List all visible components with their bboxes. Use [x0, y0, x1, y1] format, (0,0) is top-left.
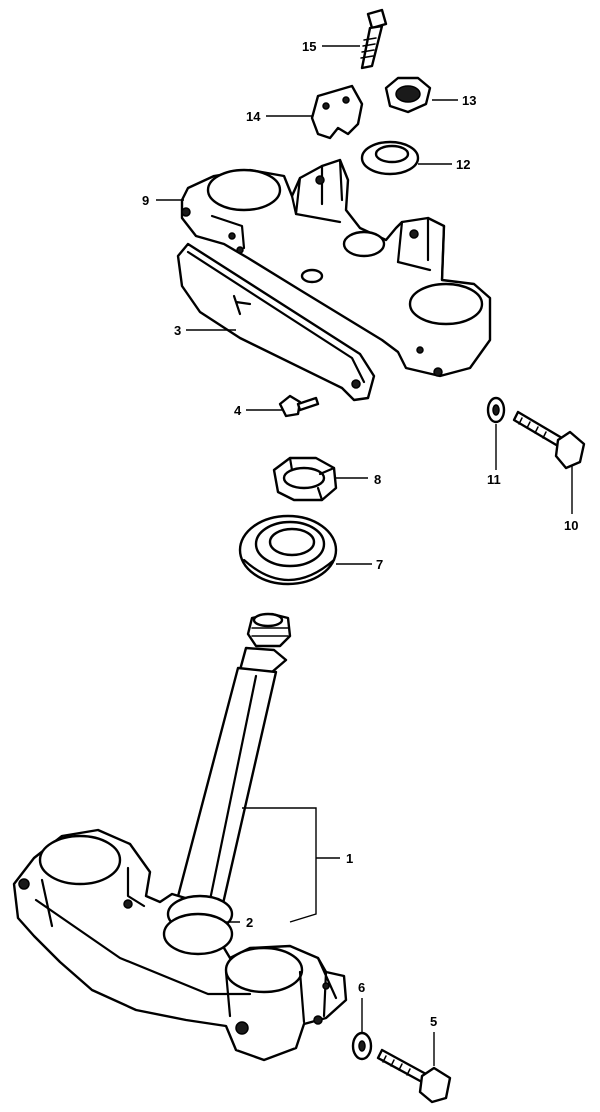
label-15: 15	[302, 39, 316, 54]
part-13-nut	[384, 76, 432, 114]
label-3: 3	[174, 323, 181, 338]
label-2: 2	[246, 915, 253, 930]
part-11-washer	[486, 396, 506, 424]
part-9-upper-bracket	[180, 158, 492, 378]
leader-lines	[156, 45, 573, 1066]
label-10: 10	[564, 518, 578, 533]
label-9: 9	[142, 193, 149, 208]
part-1-steering-stem	[174, 612, 292, 910]
part-12-seal	[360, 140, 420, 176]
label-13: 13	[462, 93, 476, 108]
label-12: 12	[456, 157, 470, 172]
part-4-small-bolt	[278, 394, 320, 418]
label-4: 4	[234, 403, 242, 418]
part-1-lower-bracket	[12, 828, 348, 1062]
label-8: 8	[374, 472, 381, 487]
part-5-bolt	[376, 1048, 452, 1104]
label-6: 6	[358, 980, 365, 995]
label-1: 1	[346, 851, 353, 866]
label-14: 14	[246, 109, 261, 124]
label-5: 5	[430, 1014, 437, 1029]
part-10-long-bolt	[512, 410, 586, 470]
part-14-clamp	[310, 84, 364, 140]
part-7-bearing	[238, 514, 338, 586]
part-6-washer	[351, 1031, 373, 1061]
label-11: 11	[487, 472, 501, 487]
part-8-locknut	[272, 456, 338, 502]
part-15-bolt	[360, 8, 388, 70]
callout-labels: 15 13 14 12 9 3 4 8 7 11 10 1 2 6 5	[142, 39, 578, 1029]
label-7: 7	[376, 557, 383, 572]
part-3-cover	[176, 242, 376, 402]
